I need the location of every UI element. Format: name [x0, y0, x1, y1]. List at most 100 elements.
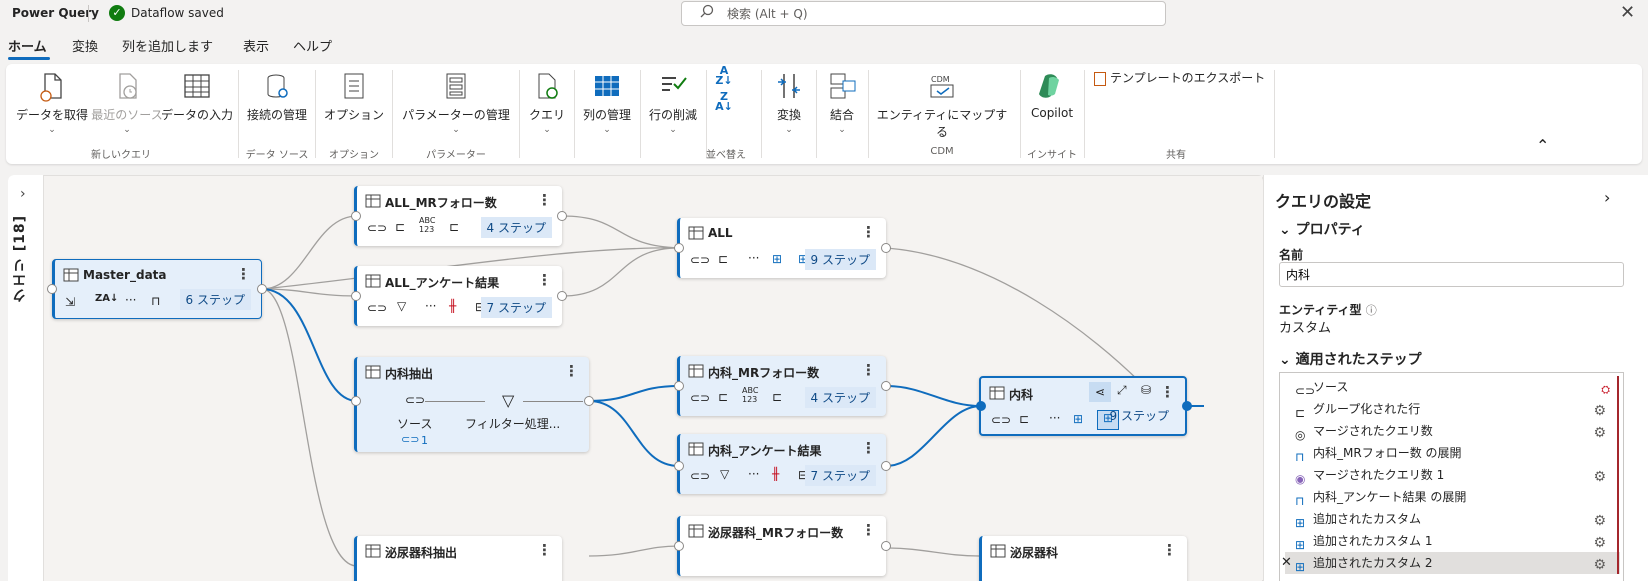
copilot-button[interactable]: Copilot — [1026, 70, 1078, 120]
enter-data-button[interactable]: データの入力 — [160, 70, 234, 123]
manage-connections-button[interactable]: 接続の管理 — [242, 70, 312, 123]
query-node-all[interactable]: ALL ⋮ ⊂⊃ ⊏ ··· ⊞ ⊞ 9 ステップ — [677, 218, 886, 278]
tab-add-column[interactable]: 列を追加します — [122, 40, 214, 55]
gear-icon[interactable]: ⚙ — [1593, 513, 1606, 529]
options-button[interactable]: オプション — [319, 70, 389, 123]
more-options-icon[interactable]: ⋮ — [236, 265, 251, 283]
collapse-pane-icon[interactable]: › — [1604, 188, 1611, 207]
manage-parameters-button[interactable]: パラメーターの管理⌄ — [396, 70, 516, 135]
expand-icon[interactable]: ⤢ — [1117, 383, 1127, 397]
gear-icon[interactable]: ⚙ — [1593, 403, 1606, 419]
applied-step[interactable]: ◎マージされたクエリ数⚙ — [1285, 420, 1620, 442]
output-port[interactable] — [881, 381, 891, 391]
node-title: ALL_アンケート結果 — [385, 276, 500, 290]
output-port[interactable] — [584, 396, 594, 406]
output-port[interactable] — [881, 461, 891, 471]
input-port[interactable] — [351, 396, 361, 406]
input-port[interactable] — [47, 284, 57, 294]
tab-home[interactable]: ホーム — [8, 40, 47, 55]
node-title: ALL — [708, 226, 733, 240]
input-port[interactable] — [351, 211, 361, 221]
tab-transform[interactable]: 変換 — [72, 40, 99, 55]
collapse-ribbon-icon[interactable]: ⌃ — [1536, 136, 1550, 155]
applied-step[interactable]: ⊂⊃ソース⛭ — [1285, 376, 1620, 398]
map-to-entity-button[interactable]: CDM エンティティにマップする — [872, 70, 1012, 140]
diagram-canvas[interactable]: Master_data ⋮ ⇲ ZA↓ ··· ⊓ ⊟ 6 ステップ ALL_M… — [44, 176, 1262, 581]
gear-icon[interactable]: ⚙ — [1593, 425, 1606, 441]
query-node-urology[interactable]: 泌尿器科 ⋮ — [979, 536, 1187, 581]
step-label: 追加されたカスタム 2 — [1313, 556, 1433, 570]
transform-button[interactable]: 変換⌄ — [764, 70, 814, 135]
source-settings-icon[interactable]: ⛭ — [1601, 383, 1610, 396]
name-field[interactable] — [1279, 262, 1624, 287]
query-node-urology-extract[interactable]: 泌尿器科抽出 ⋮ — [354, 536, 562, 581]
applied-step[interactable]: ⊏グループ化された行⚙ — [1285, 398, 1620, 420]
gear-icon[interactable]: ⚙ — [1593, 469, 1606, 485]
gear-icon[interactable]: ⚙ — [1593, 535, 1606, 551]
ribbon-divider — [392, 70, 393, 158]
query-node-internal[interactable]: 内科 ⋖ ⤢ ⛁ ⋮ ⊂⊃ ⊏ ··· ⊞ ⊞ 9 ステップ — [979, 376, 1187, 436]
get-data-button[interactable]: データを取得⌄ — [14, 70, 90, 135]
delete-step-icon[interactable]: ✕ — [1281, 555, 1292, 570]
export-template-label: テンプレートのエクスポート — [1110, 71, 1266, 85]
output-port[interactable] — [1182, 401, 1192, 411]
applied-step[interactable]: ◉マージされたクエリ数 1⚙ — [1285, 464, 1620, 486]
group-by-icon: ⊏ — [449, 220, 460, 234]
input-port[interactable] — [674, 243, 684, 253]
output-port[interactable] — [557, 291, 567, 301]
share-icon[interactable]: ⋖ — [1089, 382, 1111, 402]
export-template-button[interactable]: テンプレートのエクスポート — [1094, 69, 1265, 86]
tab-view[interactable]: 表示 — [243, 40, 270, 55]
more-options-icon[interactable]: ⋮ — [537, 191, 552, 209]
tab-help[interactable]: ヘルプ — [293, 40, 333, 55]
query-node-master-data[interactable]: Master_data ⋮ ⇲ ZA↓ ··· ⊓ ⊟ 6 ステップ — [52, 259, 262, 319]
input-port[interactable] — [674, 381, 684, 391]
applied-step[interactable]: ⊞追加されたカスタム⚙ — [1285, 508, 1620, 530]
info-icon[interactable]: ⓘ — [1365, 304, 1377, 317]
search-input[interactable] — [681, 1, 1166, 26]
more-options-icon[interactable]: ⋮ — [861, 521, 876, 539]
properties-header[interactable]: ⌄ プロパティ — [1279, 219, 1365, 239]
input-port[interactable] — [351, 291, 361, 301]
reduce-rows-button[interactable]: 行の削減⌄ — [642, 70, 704, 135]
applied-step[interactable]: ⊓内科_MRフォロー数 の展開 — [1285, 442, 1620, 464]
applied-step[interactable]: ⊞追加されたカスタム 1⚙ — [1285, 530, 1620, 552]
more-options-icon[interactable]: ⋮ — [861, 361, 876, 379]
query-node-all-survey-results[interactable]: ALL_アンケート結果 ⋮ ⊂⊃ ▽ ··· ╫ ⊟ 7 ステップ — [354, 266, 562, 326]
applied-step-selected[interactable]: ✕⊞追加されたカスタム 2⚙ — [1281, 552, 1620, 574]
gear-icon[interactable]: ⚙ — [1593, 557, 1606, 573]
expand-queries-icon[interactable]: › — [20, 186, 26, 202]
query-node-urology-mr-follow[interactable]: 泌尿器科_MRフォロー数 ⋮ — [677, 516, 886, 576]
more-options-icon[interactable]: ⋮ — [1162, 541, 1177, 559]
input-port[interactable] — [674, 461, 684, 471]
connection-line — [588, 545, 680, 557]
query-node-internal-extract[interactable]: 内科抽出 ⋮ ⊂⊃ ▽ ソース フィルター処理... ⊂⊃ 1 — [354, 357, 589, 452]
more-options-icon[interactable]: ⋮ — [861, 439, 876, 457]
database-icon[interactable]: ⛁ — [1141, 383, 1152, 397]
query-node-internal-survey-results[interactable]: 内科_アンケート結果 ⋮ ⊂⊃ ▽ ··· ╫ ⊟ 7 ステップ — [677, 434, 886, 494]
output-port[interactable] — [257, 284, 267, 294]
input-port[interactable] — [674, 541, 684, 551]
applied-step[interactable]: ⊓内科_アンケート結果 の展開 — [1285, 486, 1620, 508]
close-icon[interactable]: ✕ — [1620, 2, 1636, 23]
more-options-icon[interactable]: ⋮ — [537, 271, 552, 289]
output-port[interactable] — [881, 243, 891, 253]
more-options-icon[interactable]: ⋮ — [861, 223, 876, 241]
applied-steps-list — [1279, 372, 1624, 581]
output-port[interactable] — [557, 211, 567, 221]
more-options-icon[interactable]: ⋮ — [537, 541, 552, 559]
group-label-new-query: 新しいクエリ — [91, 150, 151, 161]
recent-sources-button[interactable]: 最近のソース⌄ — [90, 70, 164, 135]
applied-steps-header[interactable]: ⌄ 適用されたステップ — [1279, 349, 1422, 369]
input-port[interactable] — [976, 401, 986, 411]
combine-button[interactable]: 結合⌄ — [818, 70, 866, 135]
query-button[interactable]: クエリ⌄ — [522, 70, 572, 135]
more-options-icon[interactable]: ⋮ — [564, 362, 579, 380]
manage-columns-button[interactable]: 列の管理⌄ — [576, 70, 638, 135]
more-options-icon[interactable]: ⋮ — [1160, 383, 1175, 401]
output-port[interactable] — [881, 541, 891, 551]
